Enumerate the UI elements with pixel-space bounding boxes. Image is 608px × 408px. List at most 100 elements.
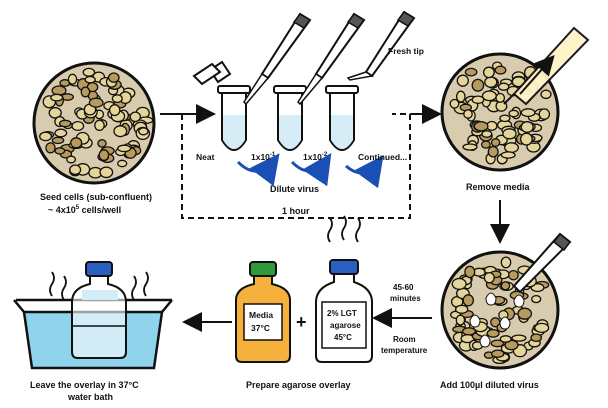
cell [531,294,542,304]
agarose-label-line3: 45°C [334,333,352,342]
cell [487,145,499,158]
cell [494,65,507,75]
agarose-label-line1: 2% LGT [327,309,357,318]
cell [454,304,469,314]
cell [502,128,517,140]
cell [471,95,485,104]
cell [50,93,64,102]
cell [534,322,550,334]
cell [538,108,551,120]
cell [462,143,478,151]
cell [462,294,475,307]
cell [82,67,96,77]
cell [80,86,91,98]
cell [449,98,460,109]
cell [464,67,478,77]
cell [490,339,505,348]
cell [520,121,534,133]
cell [455,314,466,326]
cell [540,89,552,100]
cell [71,120,85,132]
cell [530,333,543,343]
cell [117,144,132,153]
add-virus-well [440,232,572,370]
cell [138,127,149,136]
cell [484,76,498,88]
tube-dilution-2 [325,85,359,151]
cell [480,140,491,149]
cell [45,142,56,154]
remove-media-well [440,26,590,172]
transfer-arrow-2 [290,153,332,187]
tube-neat [192,60,251,151]
water-bath [13,261,173,370]
agarose-bottle [315,215,373,363]
cell [500,256,512,269]
cell [511,334,527,342]
seed-cells-label-line1: Seed cells (sub-confluent) [40,192,152,202]
cell [473,121,489,132]
pipette-2 [297,12,366,106]
cell [451,277,467,290]
dilution-tubes [192,10,416,189]
cell [517,307,533,320]
time-label-line1: 45-60 [393,283,414,292]
cell [495,92,506,103]
cell [94,119,105,132]
cell [107,72,120,83]
dilute-virus-label: Dilute virus [270,184,319,194]
prepare-overlay-label: Prepare agarose overlay [246,380,351,390]
cell [117,159,128,168]
cell [111,94,123,104]
neat-label: Neat [196,152,215,162]
media-label-line2: 37°C [251,323,270,333]
cell [499,114,511,123]
room-temp-label-line2: temperature [381,346,428,355]
cell [48,106,62,119]
continued-label: Continued... [358,152,407,162]
remove-media-label: Remove media [466,182,531,192]
cell [97,139,107,148]
cell [463,109,473,119]
cell [519,132,533,146]
cell [456,74,469,87]
leave-overlay-label-line2: water bath [67,392,113,402]
pipette-fresh-tip [346,10,416,81]
cell [54,147,66,155]
cell [490,349,505,358]
cell [471,78,485,92]
cell [481,90,497,102]
plus-sign: + [296,312,307,332]
cell [113,125,128,138]
cell [481,130,493,138]
one-hour-label: 1 hour [282,206,310,216]
cell [483,271,495,284]
cell [58,119,72,128]
cell [39,131,53,142]
cell [500,151,516,159]
agarose-label-line2: agarose [330,321,361,330]
cell [507,269,519,281]
cell [129,111,142,123]
cell [108,104,121,117]
tube-dilution-1 [273,85,307,151]
cell [66,155,77,164]
seed-cells-label-line2: ~ 4x105 cells/well [48,205,121,215]
cell [500,281,511,291]
cell [504,339,519,351]
transfer-arrow-1 [236,153,280,187]
dilution-1-label: 1x10-1 [251,152,276,162]
cell [464,265,476,279]
cell [88,97,104,108]
cell [490,138,501,147]
cell [69,164,82,176]
transfer-arrow-3 [345,155,384,189]
cell [98,149,110,162]
time-label-line2: minutes [390,294,421,303]
fresh-tip-label: Fresh tip [388,46,424,56]
cell [486,328,500,338]
cell [99,166,114,179]
add-virus-label: Add 100µl diluted virus [440,380,539,390]
cell [499,335,512,343]
